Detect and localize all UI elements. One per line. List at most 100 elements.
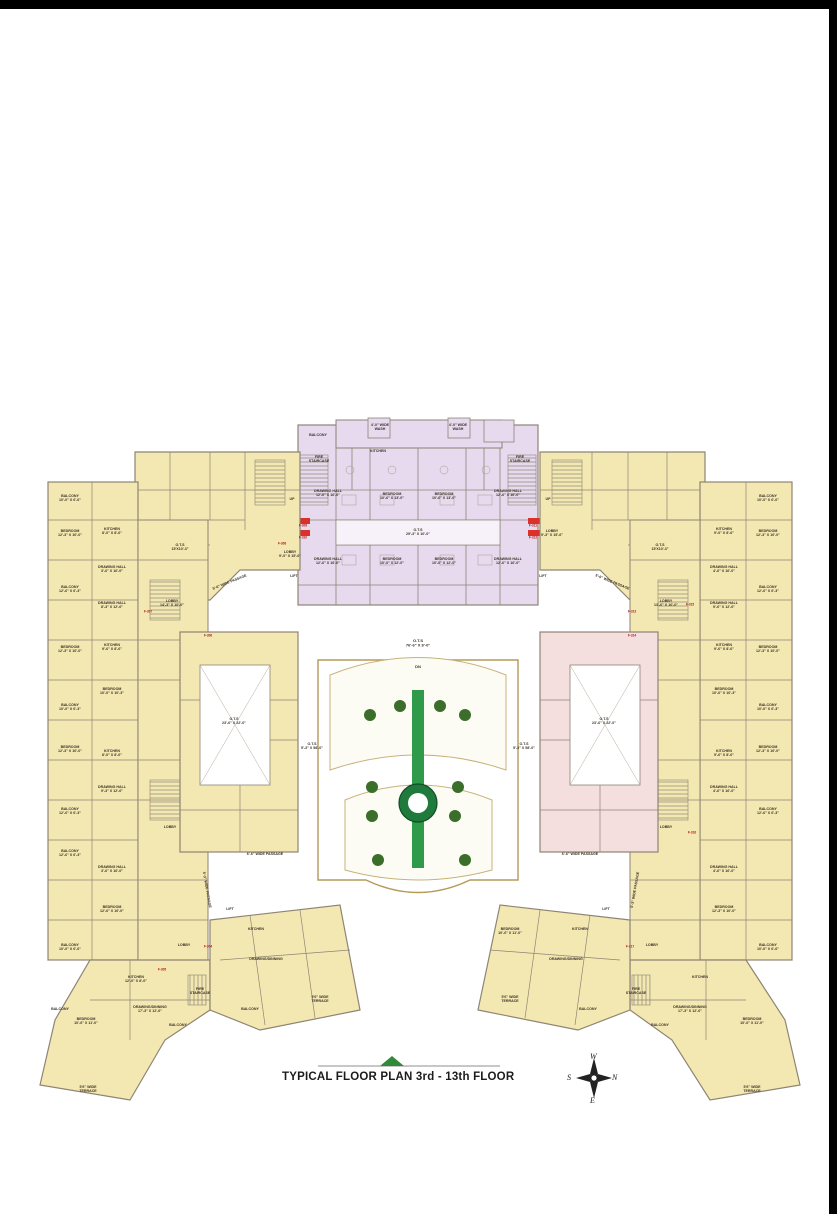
top-border-bar	[0, 0, 837, 9]
center-dn-label: DN	[415, 664, 421, 669]
bottom-right-block	[477, 904, 801, 1101]
bottom-left-room-8: LIFT	[226, 907, 234, 911]
right-inner-block	[539, 631, 659, 853]
flat-tag-f-305: F-305	[158, 968, 167, 972]
bottom-left-room-9: KITCHEN	[248, 927, 264, 931]
left-inner-block	[179, 631, 299, 853]
bottom-right-room-10: BALCONY	[651, 1023, 669, 1027]
bottom-left-room-10: DRAWING/DINNING	[249, 957, 283, 961]
bottom-right-room-5: LIFT	[602, 907, 610, 911]
plan-title: TYPICAL FLOOR PLAN 3rd - 13th FLOOR	[282, 1071, 515, 1083]
top-room-0: BALCONY	[309, 433, 327, 437]
bottom-right-room-4: BALCONY	[579, 1007, 597, 1011]
right-wing-flats	[629, 481, 793, 961]
flat-tag-f-316: F-316	[688, 831, 697, 835]
bottom-right-room-3: KITCHEN	[572, 927, 588, 931]
bottom-right-room-2: DRAWING/DINNING	[549, 957, 583, 961]
bottom-left-room-5: BALCONY	[169, 1023, 187, 1027]
top-room-18: LIFT	[539, 574, 547, 578]
flat-tag-f-309: F-309	[299, 524, 308, 528]
bottom-right-room-8: KITCHEN	[692, 975, 708, 979]
compass-s-label: S	[567, 1073, 571, 1082]
central-garden	[317, 657, 519, 894]
flat-tag-f-312: F-312	[529, 536, 538, 540]
flat-tag-f-307: F-307	[144, 610, 153, 614]
north-arrow-compass-icon	[576, 1058, 612, 1098]
flat-tag-f-306: F-306	[204, 634, 213, 638]
left-wing-room-21: LOBBY	[164, 825, 177, 829]
flat-tag-f-304: F-304	[204, 945, 213, 949]
flat-tag-f-311: F-311	[529, 524, 537, 528]
bottom-right-room-7: LOBBY	[646, 943, 659, 947]
top-room-1: KITCHEN	[370, 449, 386, 453]
compass-w-label: W	[590, 1052, 597, 1061]
compass-n-label: N	[612, 1073, 618, 1082]
flat-tag-f-313: F-313	[628, 610, 637, 614]
right-border-bar	[829, 0, 837, 1214]
bottom-left-room-11: BALCONY	[241, 1007, 259, 1011]
bottom-left-block	[39, 904, 361, 1101]
bottom-left-room-6: LOBBY	[178, 943, 191, 947]
passage-left-vertical: 5'-3" WIDE PASSAGE	[202, 872, 212, 909]
title-marker-icon	[380, 1056, 404, 1066]
passage-right-vertical: 5'-3" WIDE PASSAGE	[630, 871, 640, 908]
flat-tag-f-310: F-310	[299, 536, 308, 540]
